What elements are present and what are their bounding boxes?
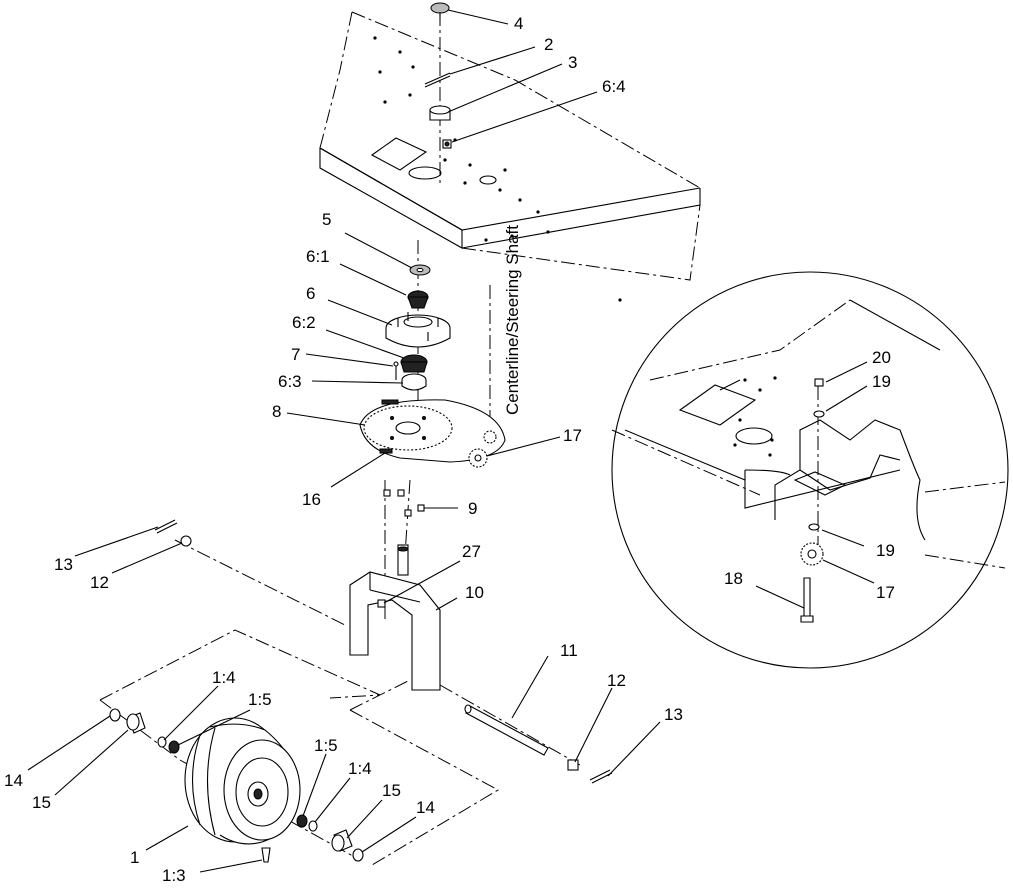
callout-19-upper: 19 <box>872 372 891 391</box>
callout-12-left: 12 <box>90 573 109 592</box>
axle-line-left <box>174 539 346 626</box>
hub-6 <box>385 312 451 348</box>
callout-17-detail: 17 <box>876 583 895 602</box>
callout-1-5-right: 1:5 <box>314 736 338 755</box>
frame-plate <box>319 11 701 302</box>
callout-19-lower: 19 <box>876 541 895 560</box>
callout-11: 11 <box>560 641 578 660</box>
callout-17-upper: 17 <box>563 426 582 445</box>
nut-20 <box>814 378 824 387</box>
callout-27: 27 <box>462 542 481 561</box>
bearing-1-5-right <box>296 814 308 828</box>
spacer-14-right <box>352 848 364 862</box>
callout-13-left: 13 <box>54 555 73 574</box>
callout-20: 20 <box>872 348 891 367</box>
axle-box-a <box>99 629 381 701</box>
bearing-6-2 <box>400 354 428 373</box>
callout-1-3: 1:3 <box>162 866 186 885</box>
nut-12-left <box>180 535 192 547</box>
callout-labels: 4 2 3 6:4 5 6:1 6 6:2 7 6:3 8 17 16 9 13… <box>4 14 895 885</box>
nut-6-4 <box>442 139 452 149</box>
valve-stem-1-3 <box>261 847 271 863</box>
nuts-9 <box>383 489 425 517</box>
callout-6-3: 6:3 <box>278 372 302 391</box>
callout-6-1: 6:1 <box>306 247 330 266</box>
callout-14-right: 14 <box>416 798 435 817</box>
axle-line-right <box>439 684 581 766</box>
callout-1-4-right: 1:4 <box>348 759 372 778</box>
cotter-pin-13-right <box>589 769 613 784</box>
pin-7 <box>393 361 399 380</box>
callout-15-right: 15 <box>382 781 401 800</box>
callout-10: 10 <box>465 583 484 602</box>
nut-12-right <box>567 759 579 771</box>
callout-16: 16 <box>302 490 321 509</box>
callout-15-left: 15 <box>32 793 51 812</box>
axle-box-d <box>349 709 500 866</box>
sprocket-plate-8 <box>359 399 506 463</box>
bearing-1-5-left <box>168 740 180 754</box>
callout-8: 8 <box>272 402 281 421</box>
detail-inset <box>611 271 1009 669</box>
callout-6: 6 <box>306 284 315 303</box>
washer-19-upper <box>813 410 825 418</box>
callout-12-right: 12 <box>607 671 626 690</box>
wheel-1 <box>184 717 301 845</box>
washer-1-4-right <box>308 820 318 832</box>
chain-links-16 <box>379 448 393 454</box>
callout-13-right: 13 <box>664 705 683 724</box>
cap-4 <box>430 2 450 20</box>
shaft-axis-right <box>404 479 411 556</box>
callout-5: 5 <box>322 210 331 229</box>
caster-fork-10 <box>349 544 441 691</box>
callout-6-2: 6:2 <box>292 313 316 332</box>
callout-9: 9 <box>468 499 477 518</box>
bearing-6-1 <box>407 290 429 309</box>
cotter-pin-2 <box>424 72 451 88</box>
axle-11 <box>464 704 549 756</box>
chain-links-top <box>381 399 399 405</box>
bolt-18 <box>800 577 814 623</box>
callout-2: 2 <box>544 35 553 54</box>
sprocket-17-lower <box>468 448 488 468</box>
callout-1-4-left: 1:4 <box>212 668 236 687</box>
spacer-14-left <box>109 708 121 722</box>
callout-3: 3 <box>568 53 577 72</box>
callout-18: 18 <box>724 569 743 588</box>
callout-6-4: 6:4 <box>602 77 626 96</box>
sprocket-17-detail <box>800 542 824 566</box>
nut-3 <box>429 105 451 121</box>
bushing-15-left <box>126 712 146 734</box>
axle-box-c <box>349 679 411 711</box>
washer-5 <box>409 264 431 276</box>
callout-1-5-left: 1:5 <box>248 690 272 709</box>
callout-1: 1 <box>130 848 139 867</box>
callout-14-left: 14 <box>4 771 23 790</box>
washer-19-lower <box>808 523 820 531</box>
centerline-label: Centerline/Steering Shaft <box>503 225 522 415</box>
bushing-15-right <box>331 829 353 852</box>
cotter-pin-13-left <box>154 519 178 534</box>
race-6-3 <box>401 373 427 391</box>
sprocket-17-upper <box>483 430 497 444</box>
callout-4: 4 <box>514 14 523 33</box>
leader-lines <box>27 9 875 873</box>
callout-7: 7 <box>291 345 300 364</box>
